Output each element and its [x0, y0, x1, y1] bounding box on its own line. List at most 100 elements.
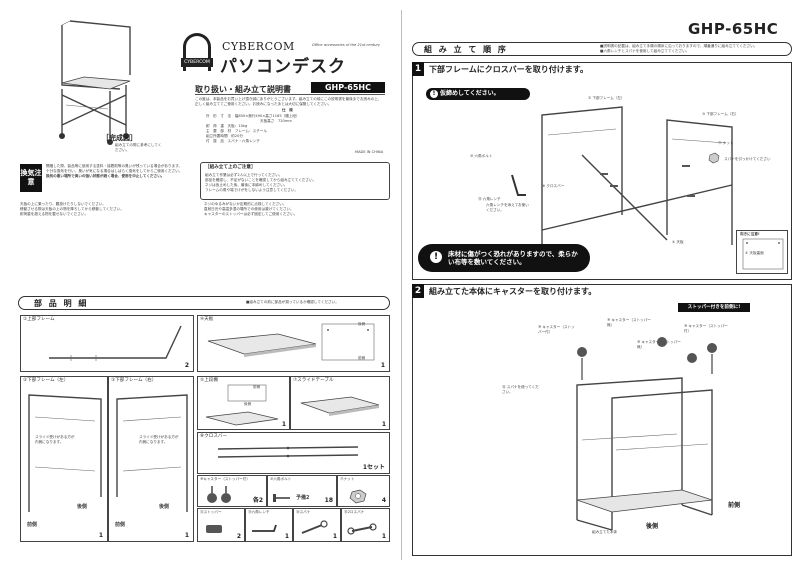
floor-warning-text: 床材に傷がつく恐れがありますので、柔らかい布等を敷いてください。 — [448, 250, 578, 266]
part-number: ⑭ — [296, 510, 300, 514]
caster-callout: ⑨ キャスター（ストッパー付） — [684, 324, 728, 333]
part-count: 1 — [381, 421, 386, 428]
spec-table: 外 形 寸 法 幅650×奥行490×高さ1165（棚上段） 天板高さ 720m… — [206, 114, 386, 144]
right-model: GHP-65HC — [688, 20, 779, 38]
step2-illustration — [576, 337, 717, 531]
part-number: ② — [23, 378, 28, 383]
callout-top: ④ 天板 — [672, 240, 684, 244]
right-page: GHP-65HC 組 み 立 て 順 序 ■説明書の記載は、組み立て手順の順序に… — [402, 0, 802, 567]
callout-nut: ⑪ ナット — [718, 141, 734, 145]
ventilation-warning-badge: 換気注意 — [20, 164, 42, 192]
caution-item: 耐荷重を超える物を載せないでください。 — [20, 212, 89, 216]
caution-item: ネジのゆるみがないか定期的に点検してください。 — [204, 202, 287, 206]
intro-line-2: 正しく組み立ててご使用ください。お読みになったあとは大切に保管してください。 — [195, 102, 332, 106]
back-label: 後側 — [77, 504, 88, 510]
brand-tagline: Office accessories of the 21st century — [312, 43, 381, 47]
caution-item: 移動させる際は天板の上の物を降ろしてから移動してください。 — [20, 207, 124, 211]
made-in: MADE IN CHINA — [355, 150, 384, 154]
part-count: 1 — [281, 421, 286, 428]
part-nut: ⑪ナット 4 — [337, 475, 390, 507]
part-upper-frame: ①上部フレーム 2 — [20, 315, 194, 372]
part-number: ⑮ — [344, 510, 348, 514]
spec-row: 天板高さ 720mm — [260, 119, 292, 123]
step1-illustration — [511, 106, 733, 255]
caster-callout: ⑨ キャスター（ストッパー付） — [538, 325, 575, 334]
part-count: 2 — [236, 533, 241, 540]
part-count: 1 — [184, 532, 189, 539]
slide-note: スライド受けがある方が内側になります。 — [35, 435, 75, 444]
part-label: 上部フレーム — [27, 317, 55, 322]
spare-label: 予備2 — [296, 495, 310, 501]
back-label: 後側 — [159, 504, 170, 510]
orientation-label: ④ 天板裏面 — [745, 251, 764, 255]
part-count: 1 — [98, 532, 103, 539]
step1-panel — [412, 62, 792, 280]
front-label: 前側 — [358, 356, 366, 360]
spec-row: 組立所要時間 約20分 — [206, 134, 243, 138]
notice-item: ネジは仮止めした後、最後に本締めしてください。 — [205, 183, 288, 187]
part-label: ナット — [343, 477, 355, 481]
step2-title: 組み立てた本体にキャスターを取り付けます。 — [429, 287, 597, 296]
part-label: 六角レンチ — [251, 510, 270, 514]
part-count: 1セット — [362, 464, 385, 471]
spec-row: 外 形 寸 法 幅650×奥行490×高さ1165（棚上段） — [206, 114, 300, 118]
heading-note-1: ■説明書の記載は、組み立て手順の順序に沿っておりますので、順番通りに組み立ててく… — [600, 44, 758, 48]
callout-left-frame: ② 下部フレーム（左） — [588, 96, 625, 100]
part-number: ③ — [111, 378, 116, 383]
part-number: ① — [23, 317, 28, 322]
part-number: ⑧ — [200, 434, 205, 439]
part-hex-wrench: ⑬六角レンチ 1 — [245, 508, 293, 542]
part-number: ④ — [200, 317, 205, 322]
step2-panel — [412, 284, 792, 556]
floor-warning: ! 床材に傷がつく恐れがありますので、柔らかい布等を敷いてください。 — [418, 244, 590, 272]
part-label: 六角ボルト — [273, 477, 292, 481]
part-label: スパナ — [299, 510, 311, 514]
part-label: 下部フレーム（右） — [115, 378, 157, 383]
part-number: ⑪ — [340, 477, 344, 481]
step1-number: 1 — [412, 62, 424, 76]
front-label: 前側 — [115, 522, 126, 528]
notice-heading: ［組み立て上のご注意］ — [205, 165, 256, 170]
logo-text: CYBERCOM — [181, 58, 213, 67]
slide-note: スライド受けがある方が内側になります。 — [139, 435, 179, 444]
spec-row: 付 属 品 スパナ・六角レンチ — [206, 139, 260, 143]
spec-row: 主 要 部 材 フレーム：スチール — [206, 129, 267, 133]
part-number: ⑫ — [200, 510, 204, 514]
part-label: 下部フレーム（左） — [27, 378, 69, 383]
step2-number: 2 — [412, 284, 424, 298]
spec-heading: 仕 様 — [282, 108, 293, 112]
product-title: パソコンデスク — [220, 57, 346, 77]
heading-note-2: ■六角レンチとスパナを使用して組み立ててください。 — [600, 49, 690, 53]
orientation-inset: 向きに注意! ④ 天板裏面 — [736, 230, 788, 274]
model-badge: GHP-65HC — [311, 82, 385, 93]
part-label: クロスバー — [204, 434, 228, 439]
parts-note: ■組み立ての前に部品が揃っているか確認してください。 — [246, 300, 339, 304]
warn-line: 換気の悪い場所で臭いの強い状態が続く場合、使用を中止してください。 — [46, 174, 165, 178]
part-count: 1 — [380, 362, 385, 369]
part-count: 1 — [332, 533, 337, 540]
warn-line: 十分な換気を行い、臭いが気になる場合はしばらく換気をしてからご使用ください。 — [46, 169, 183, 173]
part-count: 2 — [184, 362, 189, 369]
completed-label: ［完成図］ — [102, 134, 137, 142]
front-label: 前側 — [253, 385, 261, 389]
part-count: 各2 — [252, 497, 263, 504]
assembly-heading-pill — [412, 42, 792, 56]
assembly-heading: 組 み 立 て 順 序 — [424, 45, 508, 54]
tip-text: 仮締めしてください。 — [440, 90, 500, 97]
ventilation-warning: 開梱した際、製品等に使用する塗料・接着剤等の臭いが残っている場合があります。 十… — [46, 164, 192, 179]
brand-logo — [183, 33, 211, 71]
brand-name: CYBERCOM — [222, 40, 295, 53]
warn-line: 開梱した際、製品等に使用する塗料・接着剤等の臭いが残っている場合があります。 — [46, 164, 183, 168]
page-fold — [401, 10, 402, 560]
notice-item: 部品を確認し、不足がないことを確認してから組み立ててください。 — [205, 178, 317, 182]
part-number: ⑤ — [200, 378, 205, 383]
part-count: 1 — [381, 533, 386, 540]
caution-item: 天板の上に乗ったり、腰掛けたりしないでください。 — [20, 202, 106, 206]
callout-bolt: ⑩ 六角ボルト — [470, 154, 493, 158]
caster-callout: ⑨ キャスター（ストッパー無） — [607, 318, 651, 327]
part-count: 1 — [284, 533, 289, 540]
step1-tip: ! 仮締めしてください。 — [426, 88, 530, 100]
part-casters: ⑨キャスター（ストッパー付） 各2 — [197, 475, 267, 507]
parts-heading: 部 品 明 細 — [34, 299, 89, 308]
part-desk-top: ④天板 後側 前側 1 — [197, 315, 390, 372]
